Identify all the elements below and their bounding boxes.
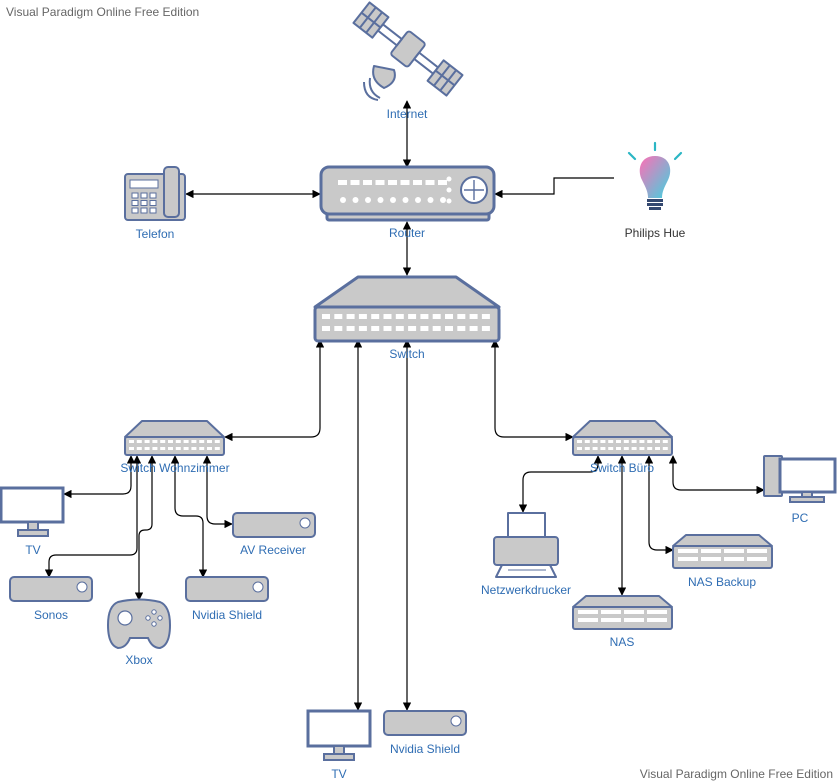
lightbulb-icon[interactable] xyxy=(627,141,683,210)
printer-icon[interactable] xyxy=(493,512,559,578)
label-tv-wohnzimmer: TV xyxy=(25,543,41,557)
sonos-box-icon[interactable] xyxy=(9,576,93,602)
satellite-icon[interactable] xyxy=(352,1,464,101)
label-nvidia-shield-main: Nvidia Shield xyxy=(389,742,461,756)
label-nvidia-shield-wz: Nvidia Shield xyxy=(191,608,263,622)
watermark-top: Visual Paradigm Online Free Edition xyxy=(6,5,200,19)
label-switch-buero: Switch Büro xyxy=(589,461,655,475)
label-switch-wohnzimmer: Switch Wohnzimmer xyxy=(120,461,230,475)
edge-switchbuero-nasbackup xyxy=(644,455,674,555)
label-nas-backup: NAS Backup xyxy=(687,575,757,589)
label-sonos: Sonos xyxy=(33,608,69,622)
label-tv-main: TV xyxy=(331,767,347,781)
av-receiver-box-icon[interactable] xyxy=(232,512,316,538)
watermark-bottom: Visual Paradigm Online Free Edition xyxy=(639,767,833,781)
label-av-receiver: AV Receiver xyxy=(240,543,306,557)
edge-switchwz-shield xyxy=(170,455,208,578)
desktop-pc-icon[interactable] xyxy=(763,455,837,503)
router-icon[interactable] xyxy=(319,165,496,222)
label-switch: Switch xyxy=(389,347,425,361)
label-netzwerkdrucker: Netzwerkdrucker xyxy=(480,583,572,597)
phone-icon[interactable] xyxy=(124,166,186,221)
edge-switchwz-xbox xyxy=(134,455,157,601)
switch-buero-icon[interactable] xyxy=(572,420,673,456)
nvidia-shield-wz-box-icon[interactable] xyxy=(185,576,269,602)
edge-switch-switchbuero xyxy=(490,339,574,442)
label-xbox: Xbox xyxy=(125,653,153,667)
xbox-gamepad-icon[interactable] xyxy=(106,598,172,650)
label-nas: NAS xyxy=(609,635,635,649)
edge-switchbuero-drucker xyxy=(518,455,603,513)
main-switch-icon[interactable] xyxy=(313,275,501,343)
nas-icon[interactable] xyxy=(572,595,673,630)
edge-switch-switchwz xyxy=(224,339,325,442)
label-philips-hue: Philips Hue xyxy=(624,226,686,240)
edge-switchbuero-pc xyxy=(668,455,765,495)
edge-switchwz-av xyxy=(202,455,233,529)
label-router: Router xyxy=(388,226,426,240)
switch-wohnzimmer-icon[interactable] xyxy=(124,420,225,456)
label-telefon: Telefon xyxy=(135,227,175,241)
edge-hue-router xyxy=(494,177,614,199)
nvidia-shield-main-box-icon[interactable] xyxy=(383,710,467,736)
tv-wohnzimmer-monitor-icon[interactable] xyxy=(0,486,65,537)
nas-backup-icon[interactable] xyxy=(672,534,773,569)
tv-main-monitor-icon[interactable] xyxy=(306,709,372,761)
label-pc: PC xyxy=(791,511,809,525)
connection-lines xyxy=(44,100,765,711)
label-internet: Internet xyxy=(386,107,428,121)
